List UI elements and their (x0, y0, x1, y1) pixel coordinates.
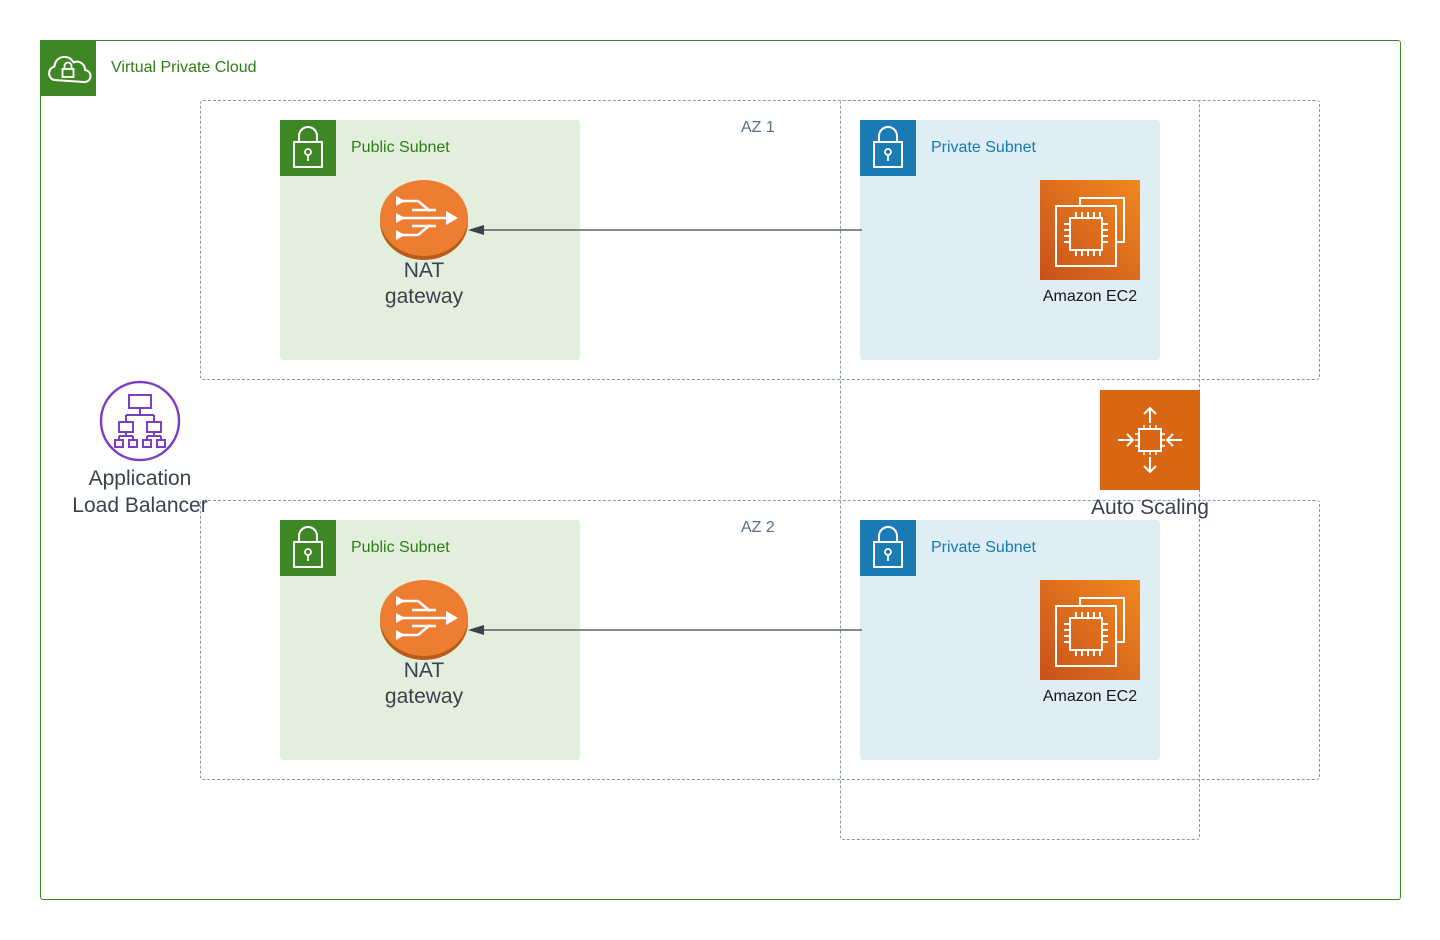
ec2-instance (1040, 580, 1140, 680)
ec2-instance (1040, 180, 1140, 280)
ec2-chip-icon (1055, 197, 1125, 267)
vpc-label: Virtual Private Cloud (111, 59, 257, 76)
connector-arrow (468, 225, 862, 235)
vpc-container (40, 40, 1401, 900)
ec2-chip-icon (1055, 597, 1125, 667)
private-subnet-badge (860, 120, 916, 176)
private-subnet-badge (860, 520, 916, 576)
az-label: AZ 2 (741, 519, 775, 536)
public-subnet-badge (280, 520, 336, 576)
private-subnet-label: Private Subnet (931, 539, 1036, 556)
connector-arrow (468, 625, 862, 635)
public-subnet-label: Public Subnet (351, 139, 450, 156)
nat-gateway (378, 578, 470, 662)
availability-zone-1 (200, 100, 1320, 380)
load-balancer-icon (99, 380, 181, 462)
lock-icon (293, 126, 323, 168)
auto-scaling (1100, 390, 1200, 490)
ec2-label: Amazon EC2 (1042, 288, 1138, 305)
nat-gateway-icon (380, 180, 468, 260)
nat-gateway (378, 178, 470, 262)
ec2-label: Amazon EC2 (1042, 688, 1138, 705)
auto-scaling-label: Auto Scaling (1091, 496, 1209, 519)
lock-icon (293, 526, 323, 568)
auto-scaling-icon (1118, 406, 1182, 474)
lock-icon (873, 526, 903, 568)
nat-gateway-label: NAT gateway (384, 659, 464, 708)
cloud-lock-icon (48, 55, 92, 83)
public-subnet-badge (280, 120, 336, 176)
load-balancer-label: Application Load Balancer (72, 467, 208, 517)
load-balancer (99, 380, 181, 462)
vpc-badge (40, 40, 96, 96)
lock-icon (873, 126, 903, 168)
public-subnet-label: Public Subnet (351, 539, 450, 556)
az-label: AZ 1 (741, 119, 775, 136)
private-subnet-label: Private Subnet (931, 139, 1036, 156)
nat-gateway-label: NAT gateway (384, 259, 464, 308)
nat-gateway-icon (380, 580, 468, 660)
availability-zone-2 (200, 500, 1320, 780)
